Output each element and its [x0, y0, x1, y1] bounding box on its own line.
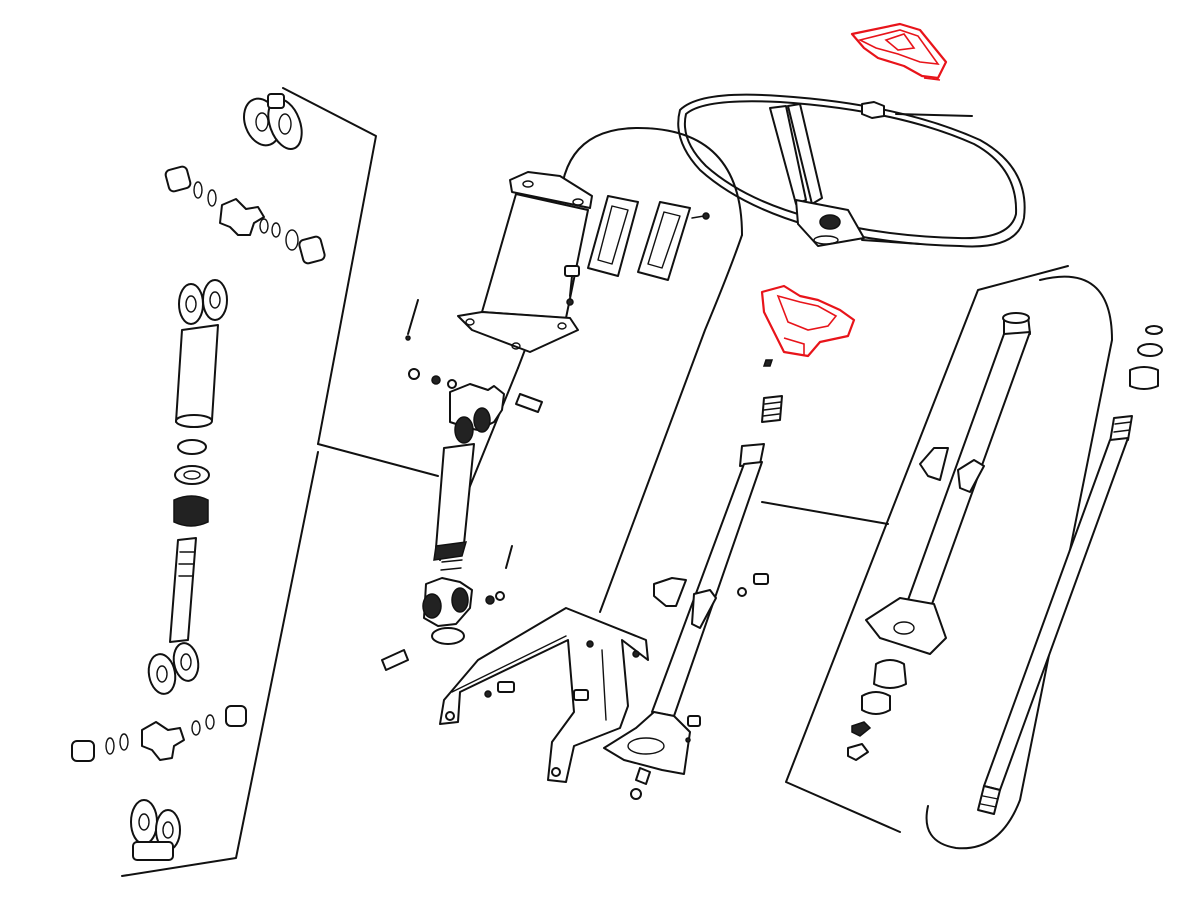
left-shaft-seals: [173, 439, 210, 527]
left-group-bracket: [121, 87, 377, 877]
column-bolts: [405, 265, 580, 413]
right-column-tube: [865, 312, 1031, 655]
left-top-yoke: [243, 93, 303, 150]
left-bottom-yoke: [130, 799, 181, 861]
right-steering-shaft: [977, 325, 1163, 815]
right-column-bearing-parts: [847, 659, 907, 761]
main-steering-shaft-and-tube: [603, 359, 783, 800]
left-intermediate-shaft-upper: [175, 279, 228, 428]
steering-wheel: [677, 93, 1026, 248]
right-group-bracket: [761, 265, 1113, 850]
left-lower-universal-joint-kit: [71, 705, 247, 762]
horn-button-cap: [850, 22, 948, 81]
left-intermediate-shaft-lower: [147, 537, 200, 695]
left-upper-universal-joint-kit: [164, 165, 326, 265]
column-gaskets: [587, 195, 710, 281]
middle-intermediate-shaft: [381, 383, 513, 671]
wheel-retaining-nut: [861, 101, 973, 119]
column-support-bracket: [439, 607, 649, 783]
column-tube-and-flange: [457, 171, 593, 353]
steering-wheel-hub-adapter: [760, 284, 856, 358]
